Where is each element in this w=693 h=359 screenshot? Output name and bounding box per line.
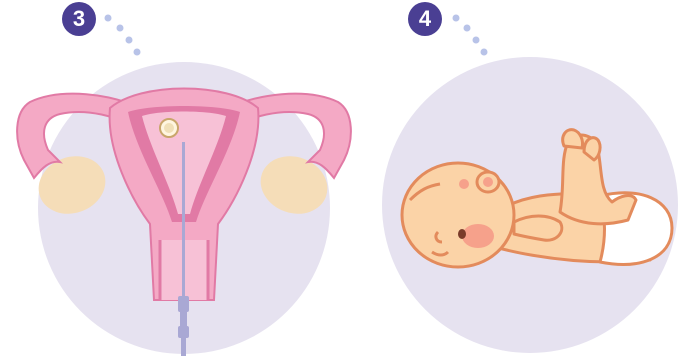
dotted-trail-step-3	[105, 15, 141, 56]
dotted-trail-step-4	[453, 15, 488, 56]
step-3-number: 3	[73, 6, 85, 32]
catheter-connector	[178, 296, 189, 312]
step-3-badge: 3	[62, 2, 96, 36]
step-4-badge: 4	[408, 2, 442, 36]
baby-eye	[458, 229, 466, 239]
baby-cheek	[462, 224, 494, 248]
baby-arm	[514, 216, 562, 240]
step-4-number: 4	[419, 6, 431, 32]
